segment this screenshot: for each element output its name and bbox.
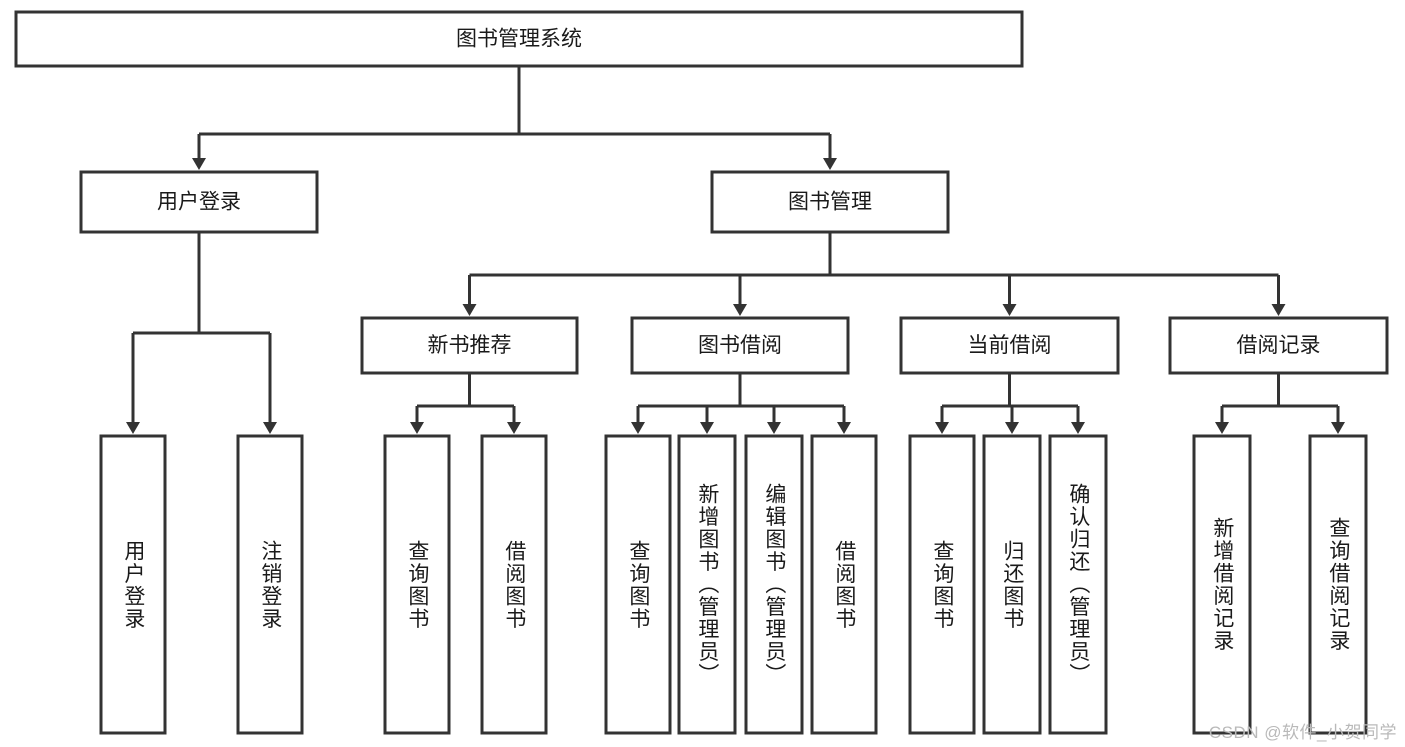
node-book-borrow[interactable] — [630, 316, 850, 375]
node-borrow-record[interactable] — [1168, 316, 1389, 375]
node-label-book-manage: 图书管理 — [788, 191, 872, 214]
node-leaf-query-record[interactable] — [1308, 434, 1368, 735]
node-label-root: 图书管理系统 — [456, 28, 582, 51]
node-leaf-return-book[interactable] — [982, 434, 1042, 735]
node-leaf-logout-login[interactable] — [236, 434, 304, 735]
node-leaf-add-record[interactable] — [1192, 434, 1252, 735]
node-new-book-rec[interactable] — [360, 316, 579, 375]
csdn-watermark: CSDN @软件_小贺同学 — [1208, 723, 1397, 742]
node-leaf-borrow-book-1[interactable] — [480, 434, 548, 735]
connector-layer — [126, 66, 1345, 434]
node-leaf-edit-book[interactable] — [744, 434, 804, 735]
node-root[interactable] — [14, 10, 1024, 68]
node-book-manage[interactable] — [710, 170, 950, 234]
node-leaf-query-book-1[interactable] — [383, 434, 451, 735]
node-leaf-query-book-2[interactable] — [604, 434, 672, 735]
node-leaf-confirm-return[interactable] — [1048, 434, 1108, 735]
node-leaf-borrow-book-2[interactable] — [810, 434, 878, 735]
node-leaf-add-book[interactable] — [677, 434, 737, 735]
node-label-book-borrow: 图书借阅 — [698, 334, 782, 357]
node-user-login[interactable] — [79, 170, 319, 234]
node-label-new-book-rec: 新书推荐 — [428, 334, 512, 357]
node-label-current-borrow: 当前借阅 — [968, 334, 1052, 357]
node-leaf-query-book-3[interactable] — [908, 434, 976, 735]
node-label-user-login: 用户登录 — [157, 191, 241, 214]
node-leaf-user-login[interactable] — [99, 434, 167, 735]
node-box-layer — [14, 10, 1389, 735]
node-current-borrow[interactable] — [899, 316, 1120, 375]
node-label-borrow-record: 借阅记录 — [1237, 334, 1321, 357]
